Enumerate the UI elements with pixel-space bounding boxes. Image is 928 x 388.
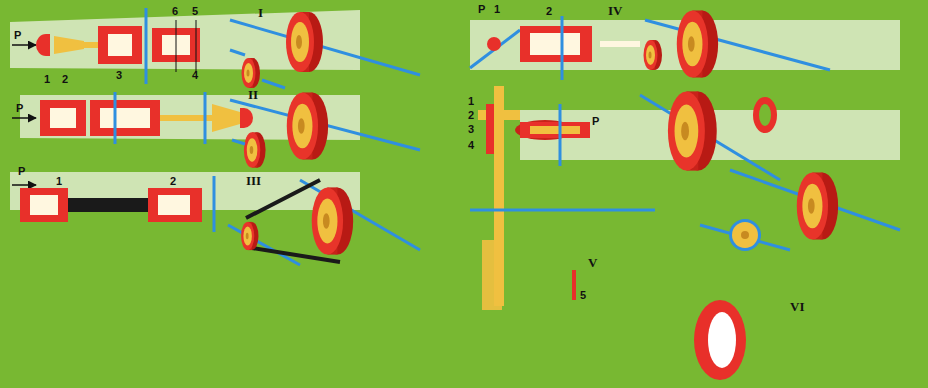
callout-number: P (18, 166, 25, 177)
callout-number: 6 (172, 6, 178, 17)
callout-number: 5 (192, 6, 198, 17)
callout-number: 3 (116, 70, 122, 81)
callout-number: 3 (468, 124, 474, 135)
callout-number: 2 (62, 74, 68, 85)
callout-number: 5 (580, 290, 586, 301)
callout-number: P (478, 4, 485, 15)
callout-number: 1 (56, 176, 62, 187)
callout-number: P (14, 30, 21, 41)
callout-number: 2 (546, 6, 552, 17)
callout-number: P (16, 103, 23, 114)
scheme-three (12, 176, 420, 265)
callout-number: 1 (468, 96, 474, 107)
figure-number: II (248, 88, 258, 101)
scheme-two (12, 92, 420, 168)
figure-number: VI (790, 300, 804, 313)
callout-number: 4 (468, 140, 474, 151)
light-bands (10, 10, 900, 210)
scheme-four (470, 10, 830, 80)
callout-number: P (592, 116, 599, 127)
callout-number: 4 (192, 70, 198, 81)
figure-number: IV (608, 4, 622, 17)
callout-number: 1 (44, 74, 50, 85)
scheme-six (694, 300, 746, 380)
figure-number: III (246, 174, 261, 187)
scheme-one (12, 8, 420, 88)
callout-number: 2 (468, 110, 474, 121)
scheme-five (470, 86, 900, 310)
figure-number: I (258, 6, 263, 19)
callout-number: 1 (494, 4, 500, 15)
figure-number: V (588, 256, 597, 269)
callout-number: 2 (170, 176, 176, 187)
